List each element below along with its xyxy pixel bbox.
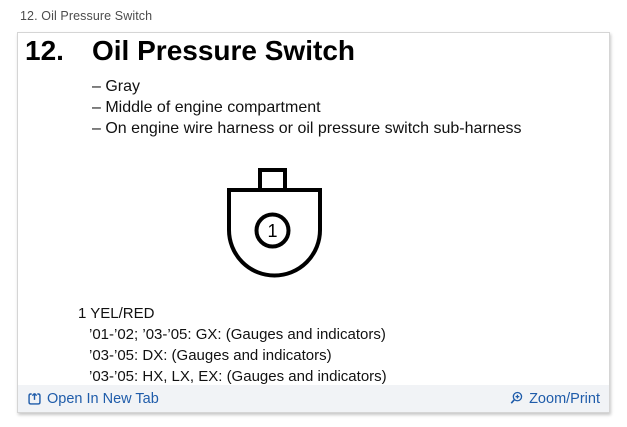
zoom-print-label: Zoom/Print — [529, 390, 600, 407]
breadcrumb: 12. Oil Pressure Switch — [20, 9, 153, 23]
connector-diagram: 1 — [227, 168, 322, 278]
pin-number: 1 — [267, 221, 277, 241]
pin-circle — [254, 212, 291, 249]
open-in-new-tab-icon — [27, 391, 42, 406]
attribute-location: – Middle of engine compartment — [92, 99, 321, 116]
pin-id: 1 — [78, 305, 87, 322]
open-in-new-tab-link[interactable]: Open In New Tab — [27, 391, 159, 407]
diagram-panel: 12. Oil Pressure Switch – Gray – Middle … — [17, 32, 610, 413]
panel-footer: Open In New Tab Zoom/Print — [18, 385, 609, 412]
wire-color: YEL/RED — [90, 305, 155, 322]
open-in-new-tab-label: Open In New Tab — [47, 390, 159, 407]
zoom-print-link[interactable]: Zoom/Print — [509, 391, 600, 407]
connector-tab — [258, 168, 287, 192]
attribute-list: – Gray – Middle of engine compartment – … — [92, 76, 522, 139]
pin-legend: 1 YEL/RED ’01-’02; ’03-’05: GX: (Gauges … — [78, 303, 387, 387]
section-number: 12. — [25, 35, 64, 66]
attribute-color: – Gray — [92, 78, 141, 95]
page-title: Oil Pressure Switch — [92, 35, 355, 66]
zoom-in-icon — [509, 391, 524, 406]
application-row: ’03-’05: HX, LX, EX: (Gauges and indicat… — [89, 368, 387, 385]
pin-wire-row: 1 YEL/RED — [78, 303, 387, 324]
attribute-harness: – On engine wire harness or oil pressure… — [92, 120, 522, 137]
application-row: ’01-’02; ’03-’05: GX: (Gauges and indica… — [89, 326, 386, 343]
application-row: ’03-’05: DX: (Gauges and indicators) — [89, 347, 332, 364]
